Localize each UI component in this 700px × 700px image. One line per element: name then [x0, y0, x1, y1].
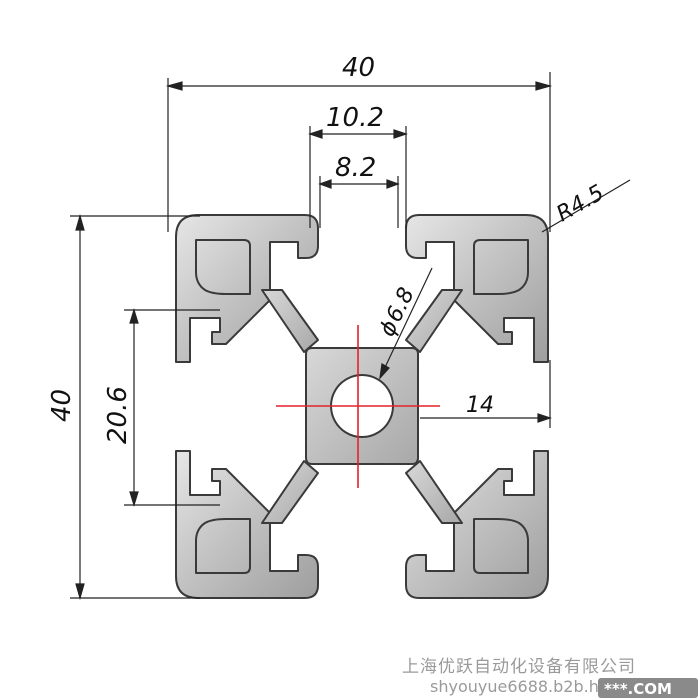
web-tl	[261, 289, 319, 353]
dimension-lines	[70, 72, 631, 601]
corner-br	[405, 450, 549, 599]
web-tr	[405, 289, 463, 353]
center-mark	[276, 325, 440, 488]
dim-corner-radius: R4.5	[553, 180, 609, 227]
dim-slot-inner: 8.2	[335, 153, 376, 183]
corner-tl	[175, 214, 319, 363]
corner-bl	[175, 450, 319, 599]
central-core	[305, 347, 419, 465]
watermark-badge-bg	[598, 678, 698, 698]
dim-overall-width: 40	[342, 53, 375, 83]
dim-inner-height: 20.6	[103, 386, 133, 444]
web-br	[405, 460, 463, 524]
dim-overall-height: 40	[47, 389, 77, 422]
dim-slot-opening: 10.2	[326, 103, 384, 133]
web-bl	[261, 460, 319, 524]
watermark-badge: ***.COM	[604, 680, 672, 698]
watermark-company: 上海优跃自动化设备有限公司	[402, 657, 636, 677]
aluminium-profile	[175, 214, 549, 599]
dim-side-offset: 14	[466, 393, 494, 418]
